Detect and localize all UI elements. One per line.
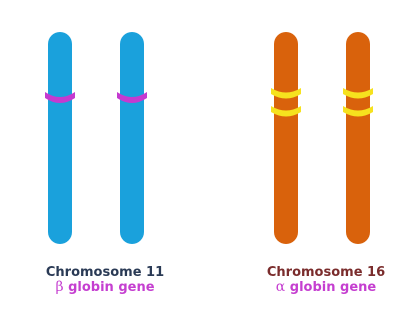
beta-symbol: β — [55, 279, 63, 295]
chromosome-11-pair — [45, 32, 147, 244]
chromosome-16-caption: Chromosome 16 α globin gene — [236, 265, 416, 295]
beta-gene-text: globin gene — [64, 280, 155, 295]
beta-globin-gene-label: β globin gene — [0, 280, 210, 295]
chromosome-11-right — [120, 32, 144, 244]
alpha-gene-text: globin gene — [285, 280, 376, 295]
chromosome-16-pair — [271, 32, 373, 244]
chromosome-11-caption: Chromosome 11 β globin gene — [0, 265, 210, 295]
chromosome-11-left — [48, 32, 72, 244]
alpha-globin-gene-label: α globin gene — [236, 280, 416, 295]
chromosome-16-right — [346, 32, 370, 244]
alpha-symbol: α — [276, 279, 285, 295]
chromosome-16-title: Chromosome 16 — [267, 265, 385, 280]
chromosome-11-title: Chromosome 11 — [46, 265, 164, 280]
chromosome-16-left — [274, 32, 298, 244]
